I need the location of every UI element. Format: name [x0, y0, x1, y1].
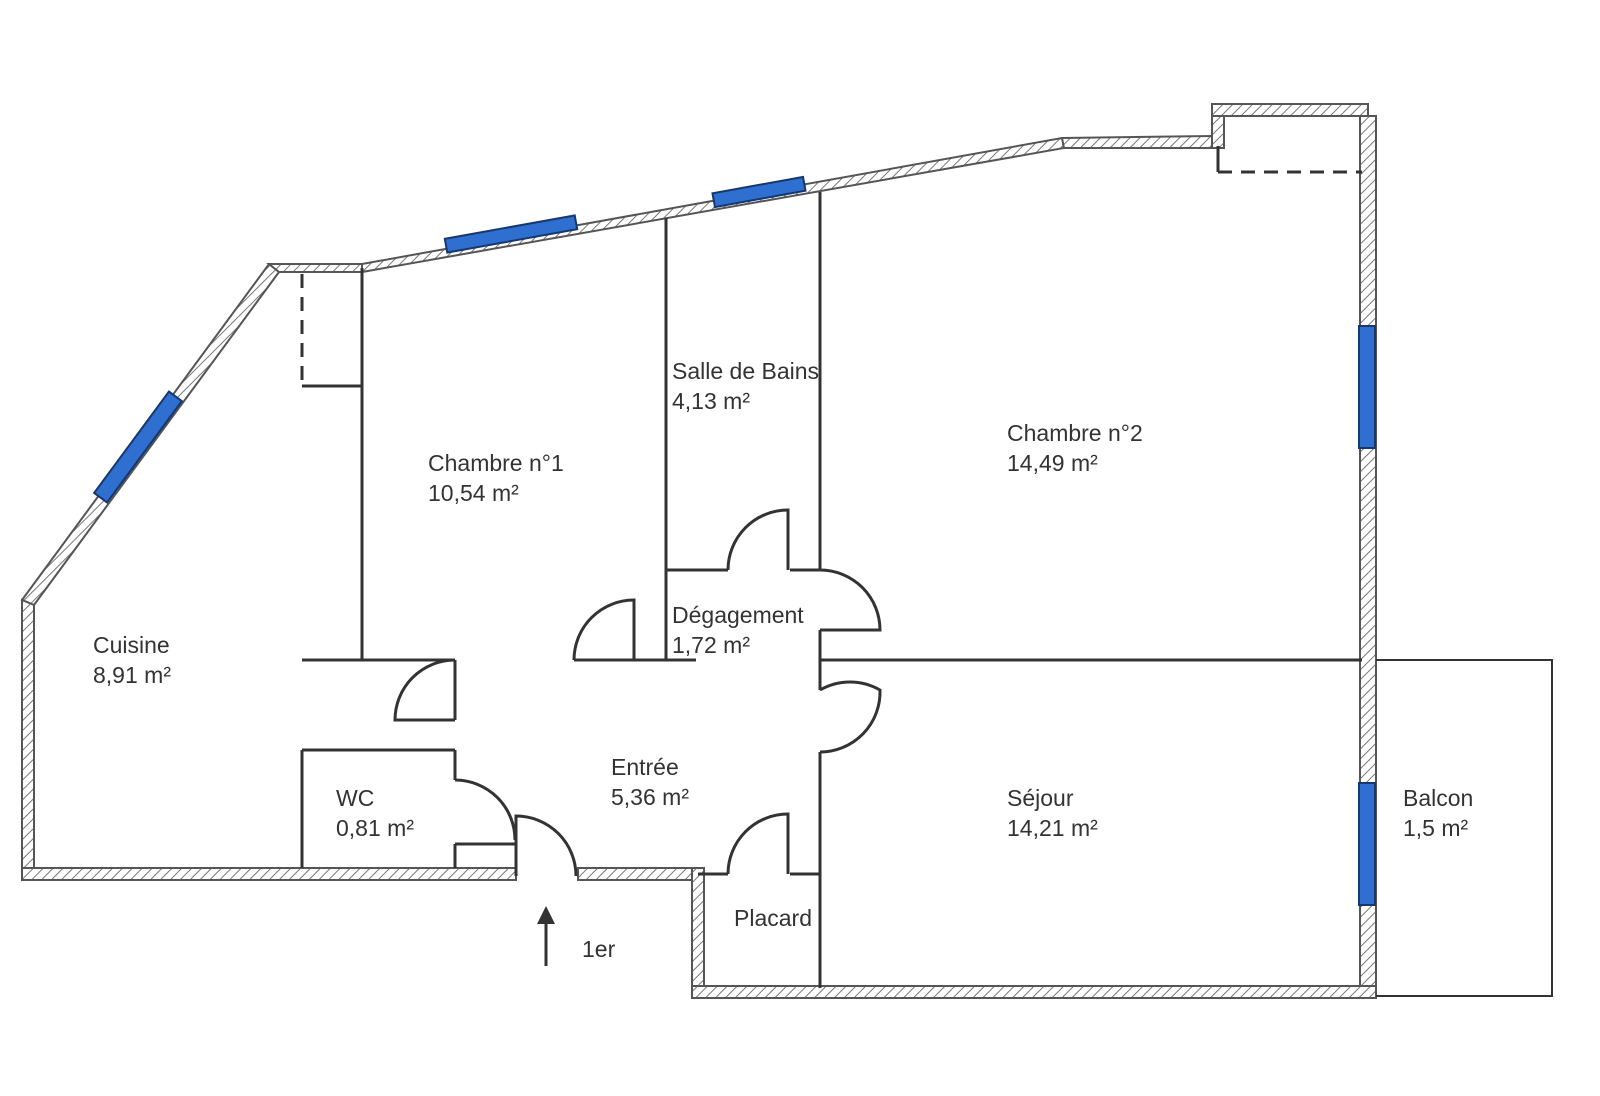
room-name: Chambre n°2 — [1007, 420, 1143, 446]
door-wc — [454, 778, 517, 841]
wall-placard-left — [691, 867, 705, 997]
room-area: 10,54 m² — [428, 480, 519, 506]
room-area: 14,49 m² — [1007, 450, 1098, 476]
door-salle-bains — [726, 508, 790, 571]
room-area: 14,21 m² — [1007, 815, 1098, 841]
entrance-arrow-icon — [537, 906, 555, 966]
room-label-degagement: Dégagement 1,72 m² — [672, 600, 804, 660]
wall-bottom-middle — [577, 867, 699, 881]
room-name: WC — [336, 785, 375, 811]
window-kitchen — [92, 390, 184, 504]
room-label-balcon: Balcon 1,5 m² — [1403, 783, 1473, 843]
exterior-walls — [20, 103, 1377, 999]
door-chambre2 — [819, 568, 882, 632]
wall-top-right — [1060, 134, 1213, 149]
doors — [393, 508, 882, 877]
room-name: Dégagement — [672, 602, 804, 628]
window-chambre1 — [443, 214, 579, 254]
room-label-chambre2: Chambre n°2 14,49 m² — [1007, 418, 1143, 478]
door-sejour — [819, 680, 882, 754]
entrance-label: 1er — [582, 936, 616, 962]
room-name: Cuisine — [93, 632, 170, 658]
balcony-outline — [1376, 659, 1553, 997]
wall-kitchen-top — [266, 263, 363, 273]
room-label-placard: Placard — [734, 903, 812, 933]
wall-kitchen-left — [21, 598, 35, 869]
door-placard — [726, 812, 790, 875]
wall-top-notch-top — [1211, 103, 1369, 117]
room-name: Entrée — [611, 754, 679, 780]
room-name: Séjour — [1007, 785, 1074, 811]
door-chambre1 — [572, 598, 636, 661]
window-sejour-balcony — [1358, 782, 1376, 906]
windows — [92, 175, 1376, 906]
room-area: 5,36 m² — [611, 784, 689, 810]
room-name: Placard — [734, 905, 812, 931]
room-area: 1,72 m² — [672, 632, 750, 658]
window-salle-bains — [711, 175, 807, 209]
room-name: Chambre n°1 — [428, 450, 564, 476]
room-label-sejour: Séjour 14,21 m² — [1007, 783, 1098, 843]
room-label-entree: Entrée 5,36 m² — [611, 752, 689, 812]
room-area: 0,81 m² — [336, 815, 414, 841]
room-name: Balcon — [1403, 785, 1474, 811]
room-name: Salle de Bains — [672, 358, 820, 384]
room-label-wc: WC 0,81 m² — [336, 783, 414, 843]
door-cuisine — [393, 658, 456, 722]
room-label-cuisine: Cuisine 8,91 m² — [93, 630, 171, 690]
door-entrance — [514, 814, 578, 877]
room-label-salle-bains: Salle de Bains 4,13 m² — [672, 356, 819, 416]
wall-top-left-slope — [361, 136, 1066, 274]
wall-bottom-right — [691, 985, 1377, 999]
window-chambre2 — [1358, 325, 1376, 449]
partitions — [300, 146, 1362, 988]
room-area: 8,91 m² — [93, 662, 171, 688]
room-area: 1,5 m² — [1403, 815, 1469, 841]
wall-bottom-left — [21, 867, 517, 881]
room-label-chambre1: Chambre n°1 10,54 m² — [428, 448, 564, 508]
room-area: 4,13 m² — [672, 388, 750, 414]
